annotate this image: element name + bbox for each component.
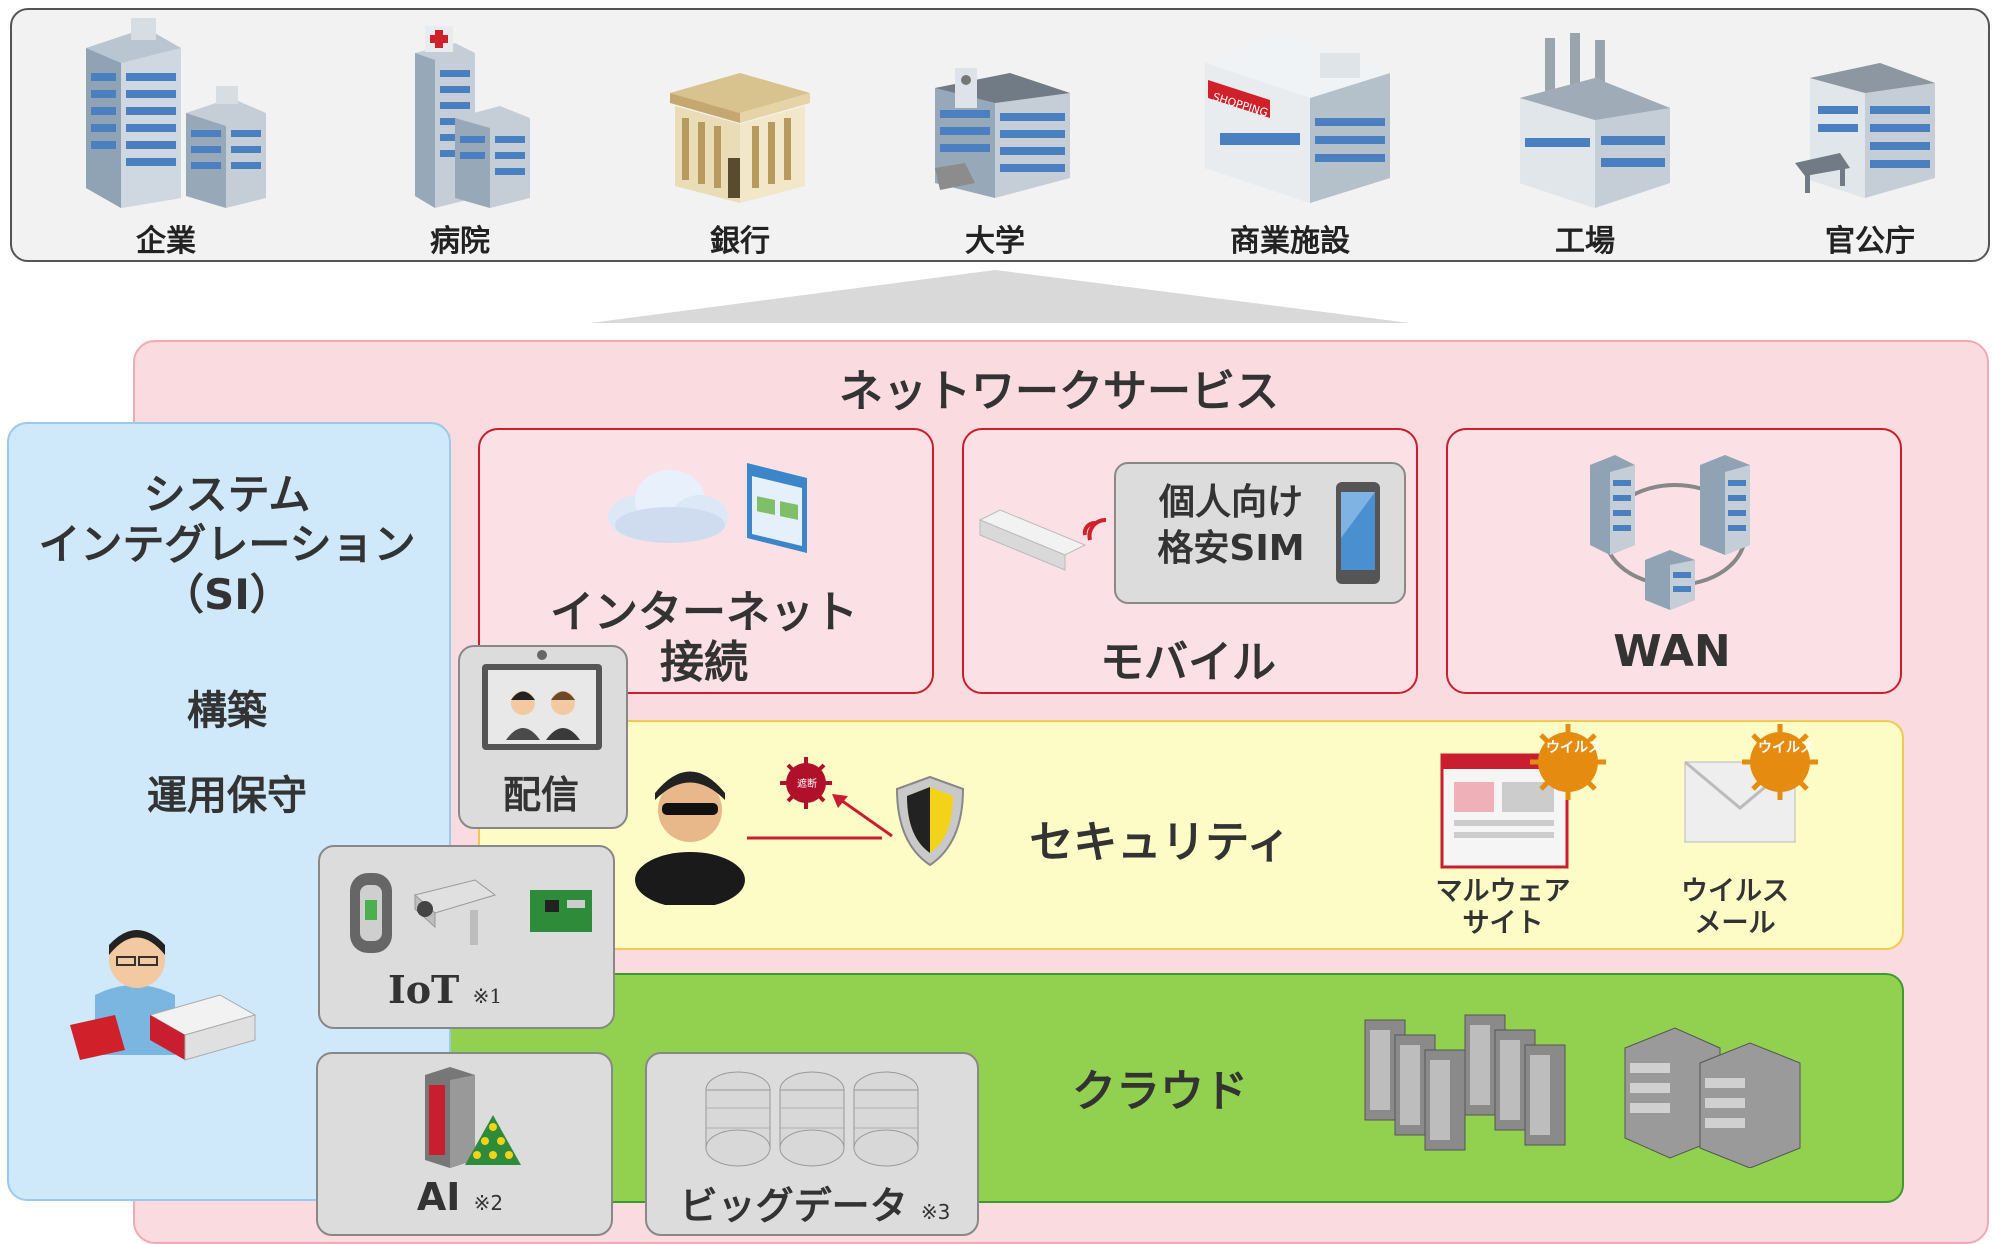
security-label: セキュリティ	[1029, 817, 1291, 868]
smartphone-icon	[1336, 482, 1380, 584]
office-buildings-icon	[86, 18, 266, 208]
streaming-label: 配信	[502, 773, 579, 817]
strip-connector	[590, 270, 1410, 323]
virus-tag: ウイルス	[1546, 740, 1602, 756]
virus-mail-label: ウイルス メール	[1650, 876, 1820, 940]
blocked-virus-icon: 遮断	[780, 757, 832, 809]
malware-site-icon: ウイルス	[1440, 724, 1606, 869]
facility-label: 官公庁	[1825, 224, 1915, 259]
si-title: システム インテグレーション （SI）	[7, 470, 447, 620]
si-maintenance: 運用保守	[147, 773, 307, 819]
shield-icon	[895, 775, 965, 867]
blocked-tag: 遮断	[797, 777, 817, 790]
malware-site-label: マルウェア サイト	[1418, 876, 1588, 940]
facility-label: 大学	[965, 224, 1025, 259]
video-conference-icon	[482, 650, 602, 750]
ai-label-text: AI	[416, 1175, 461, 1219]
si-title-line2: インテグレーション	[38, 520, 416, 569]
bigdata-note: ※3	[920, 1200, 951, 1224]
security-band	[478, 720, 1904, 950]
si-title-line1: システム	[143, 470, 311, 519]
facility-enterprise: 企業	[66, 18, 266, 259]
si-build: 構築	[187, 688, 267, 734]
mobile-label: モバイル	[1100, 637, 1276, 688]
ai-note: ※2	[473, 1191, 504, 1215]
sim-label-line1: 個人向け	[1158, 482, 1303, 523]
network-services-title: ネットワークサービス	[839, 366, 1279, 417]
disk-stack-icon	[705, 1071, 919, 1167]
facility-label: 工場	[1555, 224, 1615, 259]
si-title-line3: （SI）	[162, 570, 292, 619]
sim-label-line2: 格安SIM	[1157, 528, 1305, 569]
facility-label: 企業	[136, 224, 196, 259]
bank-icon	[670, 73, 810, 203]
wan-network-icon	[1590, 455, 1750, 610]
internet-label-line2: 接続	[660, 637, 748, 688]
malware-line2: サイト	[1462, 908, 1544, 939]
bigdata-label: ビッグデータ ※3	[655, 1175, 975, 1230]
virus-mail-icon: ウイルス	[1684, 724, 1818, 843]
iot-label-text: IoT	[387, 967, 460, 1012]
government-office-icon	[1795, 63, 1935, 198]
hacker-icon	[635, 771, 745, 905]
shopping-mall-icon: SHOPPING	[1205, 33, 1390, 203]
facility-bank: 銀行	[640, 18, 840, 259]
camera-shape	[413, 879, 497, 945]
facility-label: 商業施設	[1230, 224, 1350, 259]
malware-line1: マルウェア	[1435, 876, 1571, 907]
virus-mail-line2: メール	[1694, 908, 1776, 939]
factory-icon	[1520, 33, 1670, 208]
iot-devices-icon	[350, 873, 592, 953]
cloud-icon	[608, 470, 728, 543]
internet-label-line1: インターネット	[550, 587, 858, 638]
attack-line	[747, 836, 882, 840]
university-icon	[935, 68, 1070, 198]
facility-commercial: SHOPPING 商業施設	[1190, 18, 1390, 259]
browser-window-icon	[747, 463, 807, 553]
ai-server-icon	[425, 1067, 521, 1168]
cloud-label: クラウド	[1072, 1066, 1248, 1117]
server-rack-icon	[1364, 1014, 1566, 1151]
ai-label: AI ※2	[330, 1175, 590, 1219]
virus-tag: ウイルス	[1758, 740, 1814, 756]
iot-note: ※1	[472, 984, 503, 1008]
facility-government: 官公庁	[1770, 18, 1970, 259]
bigdata-label-text: ビッグデータ	[679, 1184, 908, 1228]
facility-label: 病院	[430, 224, 490, 259]
facility-university: 大学	[895, 18, 1095, 259]
budget-sim-label: 個人向け 格安SIM	[1120, 480, 1342, 572]
virus-mail-line1: ウイルス	[1681, 876, 1789, 907]
facility-label: 銀行	[710, 224, 770, 259]
iot-label: IoT ※1	[330, 967, 560, 1012]
wan-label: WAN	[1613, 626, 1731, 677]
deflect-arrow	[832, 794, 893, 838]
facility-hospital: 病院	[360, 18, 560, 259]
engineer-icon	[70, 930, 257, 1061]
internet-label: インターネット 接続	[478, 588, 930, 688]
hospital-icon	[415, 26, 530, 208]
usb-modem-icon	[978, 509, 1107, 571]
facility-factory: 工場	[1485, 18, 1685, 259]
system-integration-panel	[7, 422, 451, 1201]
server-stack-icon	[1624, 1027, 1801, 1168]
